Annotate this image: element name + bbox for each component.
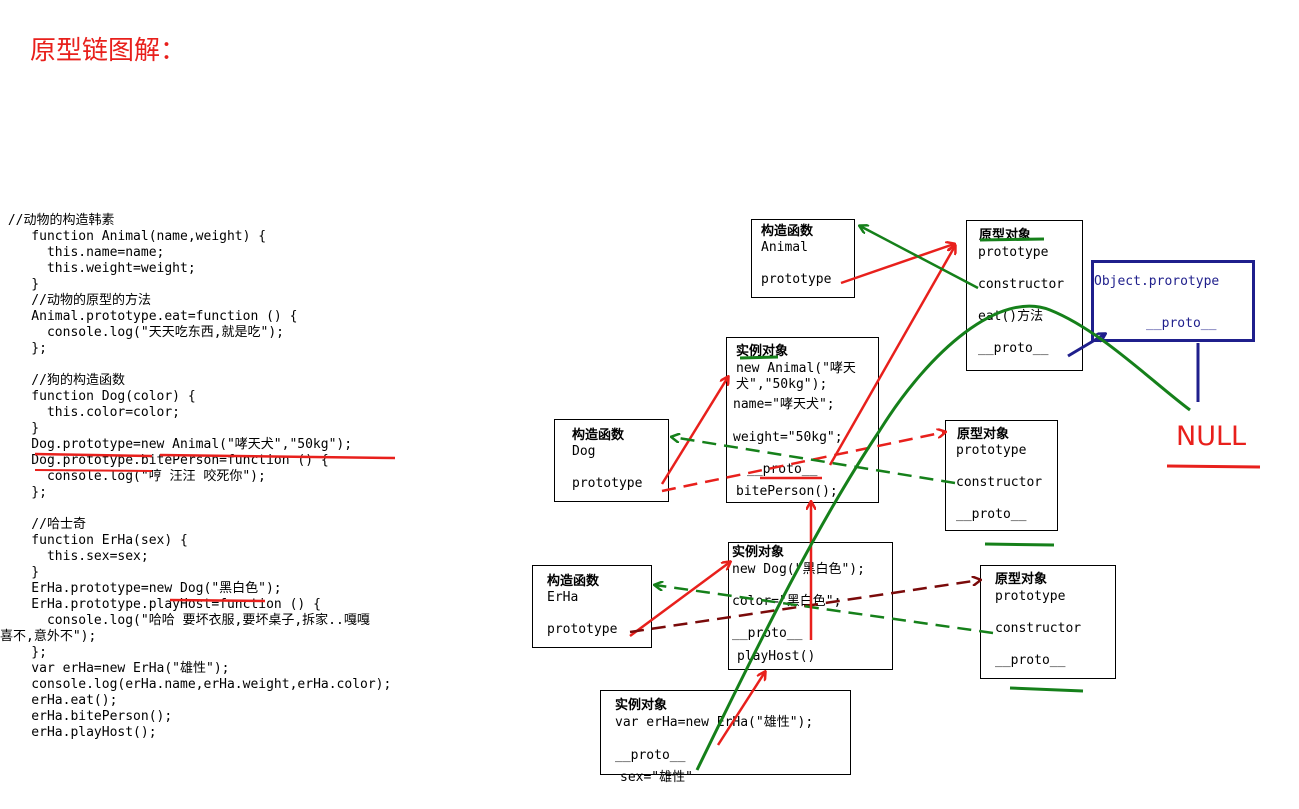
- title-underline: [739, 355, 779, 360]
- box-weight-field: weight="50kg";: [733, 430, 843, 445]
- box-prototype: prototype: [572, 476, 643, 491]
- code-line: function Dog(color) {: [0, 389, 196, 404]
- prototype-dashed-arrow: [661, 432, 945, 493]
- code-line: console.log("哼 汪汪 咬死你");: [0, 469, 266, 484]
- animal-instance-box: 实例对象 new Animal("哮天 犬","50kg"); name="哮天…: [726, 337, 879, 503]
- box-prototype: prototype: [547, 622, 618, 637]
- animal-constructor-box: 构造函数 Animal prototype: [751, 219, 855, 298]
- box-proto: __proto__: [747, 462, 818, 477]
- prototype-arrow: [840, 244, 954, 285]
- code-line: erHa.eat();: [0, 693, 118, 708]
- box-name: ErHa: [547, 590, 579, 605]
- title-underline: [979, 237, 1045, 242]
- code-line: this.name=name;: [0, 245, 165, 260]
- proto-arrow: [716, 672, 765, 746]
- code-line: };: [0, 341, 47, 356]
- code-line: };: [0, 645, 47, 660]
- prototype-arrow: [660, 377, 728, 485]
- box-proto: __proto__: [732, 626, 803, 641]
- box-title: 构造函数: [761, 224, 814, 239]
- code-line: ErHa.prototype=new Dog("黑白色");: [0, 581, 282, 596]
- code-line: function Animal(name,weight) {: [0, 229, 267, 244]
- null-label: NULL: [1176, 421, 1247, 452]
- code-line: this.sex=sex;: [0, 549, 149, 564]
- code-line: //动物的原型的方法: [0, 293, 151, 308]
- box-title: 原型对象: [995, 572, 1048, 587]
- box-line-2: 犬","50kg");: [736, 377, 828, 392]
- prototype-arrow: [629, 562, 730, 638]
- code-line: //哈士奇: [0, 517, 86, 532]
- code-line: };: [0, 485, 47, 500]
- box-prototype: prototype: [956, 443, 1027, 458]
- proto-arrow: [828, 246, 955, 466]
- dog-constructor-box: 构造函数 Dog prototype: [554, 419, 669, 502]
- code-underline: [34, 452, 153, 458]
- code-line: console.log("哈哈 要坏衣服,要坏桌子,拆家..嘎嘎: [0, 613, 370, 628]
- code-line: var erHa=new ErHa("雄性");: [0, 661, 230, 676]
- title-underline: [1009, 686, 1084, 693]
- box-line-1: var erHa=new ErHa("雄性");: [615, 715, 814, 730]
- box-name: Animal: [761, 240, 808, 255]
- code-line: }: [0, 277, 40, 292]
- title-underline: [984, 542, 1055, 547]
- erha-prototype-box: 原型对象 prototype constructor __proto__: [980, 565, 1116, 679]
- box-title: 构造函数: [572, 428, 625, 443]
- code-line: function ErHa(sex) {: [0, 533, 188, 548]
- box-title: 原型对象: [957, 427, 1010, 442]
- erha-constructor-box: 构造函数 ErHa prototype: [532, 565, 652, 648]
- box-prototype: prototype: [761, 272, 832, 287]
- box-proto: __proto__: [978, 341, 1049, 356]
- code-underline: [34, 469, 153, 472]
- code-line: //狗的构造函数: [0, 373, 125, 388]
- box-proto: __proto__: [995, 653, 1066, 668]
- dog-prototype-box: 原型对象 prototype constructor __proto__: [945, 420, 1058, 531]
- box-proto: __proto__: [956, 507, 1027, 522]
- code-line: //动物的构造韩素: [0, 213, 115, 228]
- box-name: Object.prorotype: [1094, 274, 1220, 289]
- lookup-chain-curve: [695, 304, 1191, 771]
- code-line: console.log("天天吃东西,就是吃");: [0, 325, 285, 340]
- code-line: }: [0, 565, 40, 580]
- box-line-1: new Dog("黑白色");: [732, 562, 865, 577]
- code-line: console.log(erHa.name,erHa.weight,erHa.c…: [0, 677, 392, 692]
- box-proto: __proto__: [1146, 316, 1217, 331]
- erha-instance-box: 实例对象 var erHa=new ErHa("雄性"); __proto__ …: [600, 690, 851, 785]
- box-constructor: constructor: [956, 475, 1043, 490]
- code-listing: //动物的构造韩素 function Animal(name,weight) {…: [0, 213, 470, 741]
- code-line: Dog.prototype=new Animal("哮天犬","50kg");: [0, 437, 353, 452]
- code-line: Animal.prototype.eat=function () {: [0, 309, 298, 324]
- object-prototype-box: Object.prorotype __proto__: [1091, 260, 1255, 342]
- box-name-field: name="哮天犬";: [733, 397, 835, 412]
- box-constructor: constructor: [978, 277, 1065, 292]
- code-underline: [169, 598, 266, 603]
- box-name: Dog: [572, 444, 596, 459]
- box-prototype: prototype: [978, 245, 1049, 260]
- box-eat-method: eat()方法: [978, 309, 1044, 324]
- code-line: erHa.bitePerson();: [0, 709, 173, 724]
- constructor-dashed-arrow: [655, 585, 994, 635]
- box-proto: __proto__: [615, 748, 686, 763]
- box-title: 构造函数: [547, 574, 600, 589]
- box-constructor: constructor: [995, 621, 1082, 636]
- code-line: 喜不,意外不");: [0, 629, 97, 644]
- box-title: 实例对象: [615, 698, 668, 713]
- code-underline: [159, 453, 396, 460]
- box-title: 实例对象: [732, 545, 785, 560]
- box-prototype: prototype: [995, 589, 1066, 604]
- box-playhost-method: playHost(): [737, 649, 816, 664]
- constructor-dashed-arrow: [672, 437, 956, 485]
- constructor-arrow: [860, 226, 979, 290]
- box-bite-method: bitePerson();: [736, 484, 838, 499]
- code-line: }: [0, 421, 40, 436]
- code-line: erHa.playHost();: [0, 725, 157, 740]
- box-line-1: new Animal("哮天: [736, 361, 856, 376]
- box-title: 实例对象: [736, 344, 789, 359]
- box-sex-field: sex="雄性": [620, 770, 693, 785]
- null-underline: [1166, 464, 1261, 469]
- page-title: 原型链图解：: [30, 36, 187, 66]
- code-line: this.weight=weight;: [0, 261, 196, 276]
- code-line: this.color=color;: [0, 405, 181, 420]
